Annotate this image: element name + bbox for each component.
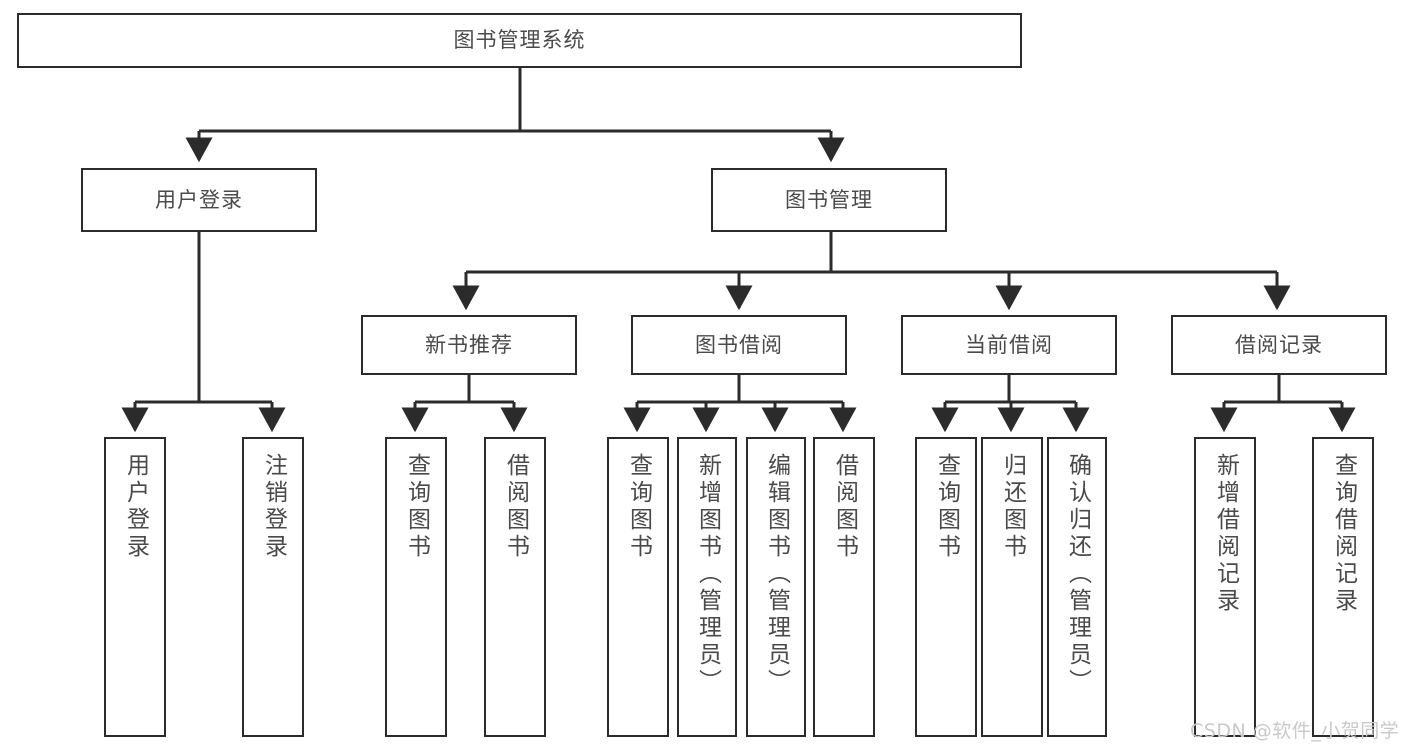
node-book-management[interactable]: 图书管理 xyxy=(711,168,947,232)
leaf-label: 查询图书 xyxy=(403,453,430,561)
leaf-label: 编辑图书（管理员） xyxy=(763,453,790,696)
node-new-book-recommend-label: 新书推荐 xyxy=(425,332,513,357)
leaf-label: 新增图书（管理员） xyxy=(694,453,721,696)
leaf-label: 借阅图书 xyxy=(502,453,529,561)
leaf-label: 注销登录 xyxy=(260,453,287,561)
leaf-borrow-query[interactable]: 查询图书 xyxy=(607,437,669,737)
node-book-borrow[interactable]: 图书借阅 xyxy=(631,315,847,375)
node-book-management-label: 图书管理 xyxy=(785,187,873,212)
leaf-label: 查询图书 xyxy=(933,453,960,561)
leaf-label: 借阅图书 xyxy=(831,453,858,561)
node-user-login-label: 用户登录 xyxy=(155,187,243,212)
leaf-borrow-borrow-book[interactable]: 借阅图书 xyxy=(813,437,875,737)
node-current-borrow-label: 当前借阅 xyxy=(965,332,1053,357)
node-new-book-recommend[interactable]: 新书推荐 xyxy=(361,315,577,375)
leaf-user-login-login[interactable]: 用户登录 xyxy=(104,437,166,737)
leaf-new-book-query[interactable]: 查询图书 xyxy=(385,437,447,737)
node-user-login[interactable]: 用户登录 xyxy=(81,168,317,232)
leaf-label: 查询图书 xyxy=(625,453,652,561)
leaf-label: 归还图书 xyxy=(999,453,1026,561)
leaf-current-confirm-return[interactable]: 确认归还（管理员） xyxy=(1047,437,1107,737)
leaf-label: 用户登录 xyxy=(122,453,149,561)
leaf-borrow-edit-book[interactable]: 编辑图书（管理员） xyxy=(746,437,806,737)
leaf-current-query[interactable]: 查询图书 xyxy=(915,437,977,737)
leaf-user-login-logout[interactable]: 注销登录 xyxy=(242,437,304,737)
leaf-borrow-add-book[interactable]: 新增图书（管理员） xyxy=(677,437,737,737)
leaf-label: 确认归还（管理员） xyxy=(1064,453,1091,696)
leaf-record-query[interactable]: 查询借阅记录 xyxy=(1312,437,1374,737)
leaf-record-add[interactable]: 新增借阅记录 xyxy=(1194,437,1256,737)
leaf-new-book-borrow[interactable]: 借阅图书 xyxy=(484,437,546,737)
node-borrow-record-label: 借阅记录 xyxy=(1235,332,1323,357)
leaf-label: 查询借阅记录 xyxy=(1330,453,1357,615)
node-current-borrow[interactable]: 当前借阅 xyxy=(901,315,1117,375)
leaf-label: 新增借阅记录 xyxy=(1212,453,1239,615)
node-root-label: 图书管理系统 xyxy=(453,28,586,53)
node-book-borrow-label: 图书借阅 xyxy=(695,332,783,357)
node-root[interactable]: 图书管理系统 xyxy=(17,13,1022,68)
node-borrow-record[interactable]: 借阅记录 xyxy=(1171,315,1387,375)
leaf-current-return[interactable]: 归还图书 xyxy=(981,437,1043,737)
